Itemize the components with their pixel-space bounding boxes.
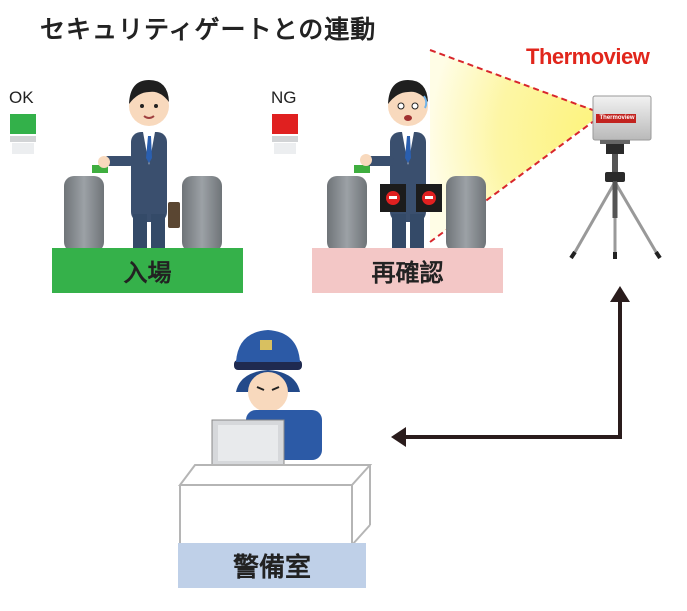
guard-room-label: 警備室: [233, 547, 311, 584]
guard-desk: [180, 465, 370, 545]
ok-signal-light: [10, 114, 36, 154]
ng-signal-light: [272, 114, 298, 154]
notification-arrow: [391, 286, 630, 447]
camera-label: Thermoview: [598, 114, 636, 123]
recheck-zone-bar: 再確認: [312, 248, 503, 293]
entry-zone-bar: 入場: [52, 248, 243, 293]
person-recheck: [360, 80, 428, 250]
recheck-zone-label: 再確認: [372, 253, 444, 288]
entry-zone-label: 入場: [124, 253, 172, 288]
person-entry: [98, 80, 180, 250]
guard-with-laptop: [212, 330, 322, 466]
guard-room-bar: 警備室: [178, 543, 366, 588]
